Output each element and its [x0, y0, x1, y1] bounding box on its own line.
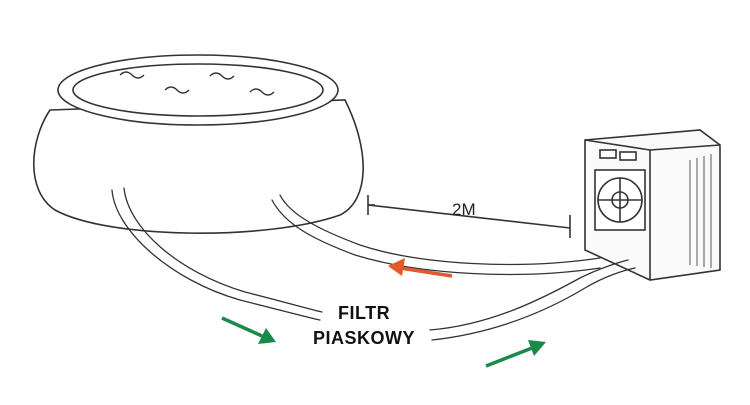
flow-arrow-left — [221, 316, 276, 344]
flow-arrow-right — [485, 340, 546, 368]
distance-label: 2M — [452, 200, 476, 219]
distance-dimension — [367, 195, 571, 238]
filter-label-line2: PIASKOWY — [313, 328, 416, 348]
return-arrow — [388, 258, 453, 278]
heat-pump-icon — [584, 129, 721, 281]
filter-label-line1: FILTR — [338, 303, 391, 323]
hose-icon — [111, 187, 636, 341]
pool-icon — [32, 54, 364, 234]
fan-icon — [594, 169, 646, 231]
